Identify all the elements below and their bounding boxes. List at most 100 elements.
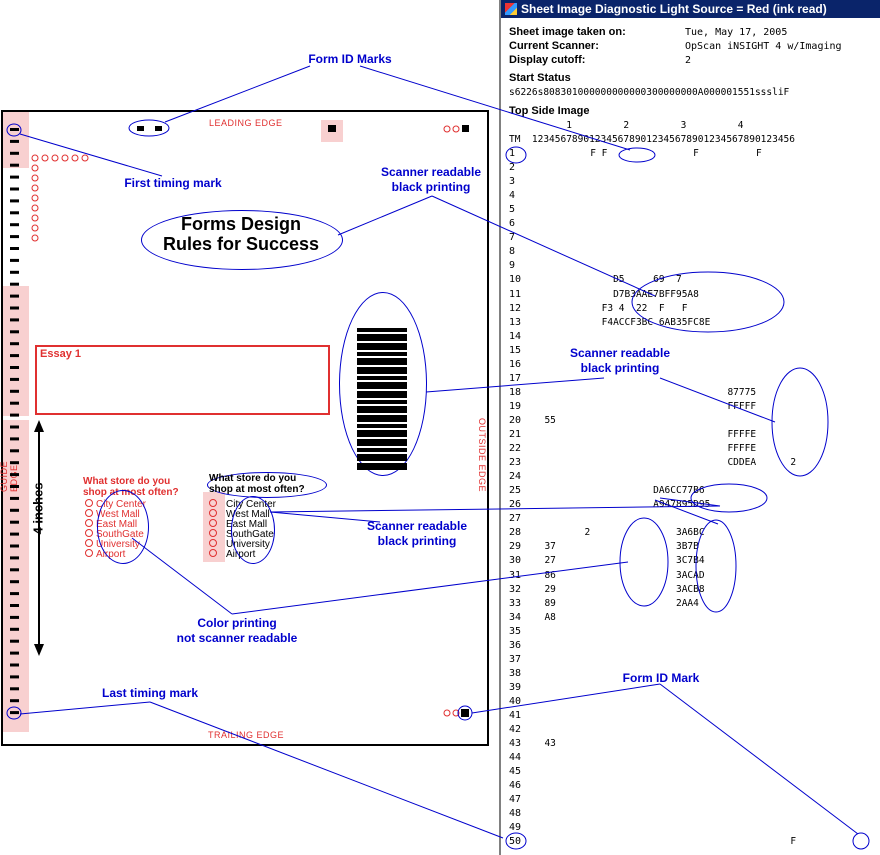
- start-status-label: Start Status: [509, 72, 571, 84]
- barcode-bar: [357, 367, 407, 374]
- scan-form-sheet: LEADING EDGE TRAILING EDGE GUIDE EDGE OU…: [0, 110, 489, 746]
- four-inches-label: 4 inches: [30, 482, 46, 535]
- leading-edge-label: LEADING EDGE: [209, 118, 283, 128]
- diagnostic-title: Sheet Image Diagnostic Light Source = Re…: [521, 2, 827, 16]
- barcode-bar: [357, 424, 407, 428]
- cutoff-value: 2: [685, 55, 692, 66]
- callout-scanner-readable-2-line2: black printing: [580, 361, 660, 375]
- grid-row-number: 35: [509, 625, 522, 637]
- taken-on-label: Sheet image taken on:: [509, 26, 626, 38]
- callout-first-timing-mark: First timing mark: [124, 176, 222, 190]
- ruler-tens: 1 2 3 4: [509, 120, 744, 131]
- grid-row-number: 24: [509, 471, 522, 483]
- barcode: [357, 328, 407, 470]
- title-callout-ellipse: [141, 210, 343, 270]
- grid-row-number: 19: [509, 400, 522, 412]
- grid-row-data: FFFFF: [533, 400, 757, 412]
- taken-on-value: Tue, May 17, 2005: [685, 27, 788, 38]
- grid-row-data: FFFFE: [533, 429, 757, 440]
- grid-row-data: 29 3ACB8: [533, 583, 705, 595]
- barcode-bar: [357, 439, 407, 446]
- grid-row-number: 33: [509, 597, 522, 609]
- timing-zone-mid: [3, 286, 29, 416]
- red-options-ellipse: [97, 490, 149, 564]
- barcode-bar: [357, 334, 407, 341]
- grid-row-data: F: [533, 836, 797, 848]
- essay-box: Essay 1: [35, 345, 330, 415]
- grid-row-data: 27 3C7B4: [533, 555, 705, 567]
- grid-row-number: 13: [509, 316, 522, 328]
- grid-row-data: 55: [533, 414, 556, 426]
- grid-row-data: 43: [533, 738, 556, 750]
- barcode-bar: [357, 382, 407, 389]
- grid-row-number: 9: [509, 260, 516, 272]
- grid-row-number: 8: [509, 246, 516, 258]
- question-black-line2: shop at most often?: [209, 484, 305, 495]
- barcode-bar: [357, 400, 407, 404]
- black-options-ellipse: [231, 496, 275, 564]
- grid-row-number: 40: [509, 695, 522, 707]
- grid-row-number: 45: [509, 766, 522, 778]
- grid-row-number: 34: [509, 611, 522, 623]
- grid-row-number: 28: [509, 527, 522, 539]
- grid-row-number: 21: [509, 429, 522, 440]
- grid-row-number: 12: [509, 302, 522, 314]
- grid-row-data: DA6CC77B6: [533, 485, 705, 497]
- callout-scanner-readable-1-line1: Scanner readable: [380, 165, 482, 179]
- grid-row-data: A8: [533, 611, 556, 623]
- grid-row-data: D7B3AAE7BFF95A8: [533, 288, 699, 300]
- grid-row-number: 48: [509, 808, 522, 820]
- grid-row-data: 37 3B7B: [533, 541, 699, 553]
- question-red-line1: What store do you: [83, 476, 171, 487]
- grid-row-data: A947895D95: [533, 499, 711, 511]
- grid-row-number: 4: [509, 190, 516, 202]
- cutoff-label: Display cutoff:: [509, 54, 586, 66]
- grid-row-number: 16: [509, 358, 522, 370]
- grid-row-number: 42: [509, 724, 522, 736]
- answer-bubble: [209, 519, 217, 527]
- grid-row-number: 25: [509, 485, 522, 497]
- trailing-edge-label: TRAILING EDGE: [208, 730, 285, 740]
- barcode-bar: [357, 391, 407, 398]
- grid-row-number: 44: [509, 752, 522, 764]
- grid-row-number: 26: [509, 499, 522, 511]
- scanner-label: Current Scanner:: [509, 40, 599, 52]
- callout-scanner-readable-3: Scanner readable black printing: [352, 519, 482, 549]
- grid-row-number: 36: [509, 639, 522, 651]
- grid-row-data: F F F F: [533, 148, 762, 159]
- grid-row-number: 10: [509, 274, 522, 286]
- grid-row-number: 7: [509, 232, 516, 244]
- grid-row-number: 17: [509, 372, 522, 384]
- grid-row-number: 6: [509, 218, 516, 230]
- grid-row-number: 23: [509, 457, 522, 469]
- top-side-image-label: Top Side Image: [509, 105, 590, 117]
- grid-row-number: 39: [509, 681, 522, 693]
- grid-row-data: FFFFE: [533, 443, 757, 455]
- answer-bubble: [85, 499, 93, 507]
- grid-row-number: 37: [509, 653, 522, 665]
- barcode-bar: [357, 454, 407, 461]
- grid-row-data: F4ACCF3BC 6AB35FC8E: [533, 316, 711, 328]
- grid-row-data: 89 2AA4: [533, 597, 699, 609]
- grid-row-number: 49: [509, 822, 522, 834]
- form-title-line2: Rules for Success: [162, 234, 320, 254]
- grid-row-number: 11: [509, 288, 522, 300]
- start-status-value: s6226s808301000000000000300000000A000001…: [509, 87, 790, 98]
- callout-color-printing-line2: not scanner readable: [176, 631, 298, 645]
- callout-scanner-readable-2: Scanner readable black printing: [555, 346, 685, 376]
- answer-bubble: [209, 549, 217, 557]
- grid-row-number: 30: [509, 555, 522, 567]
- callout-form-id-mark: Form ID Mark: [622, 671, 700, 685]
- grid-row-number: 43: [509, 738, 522, 750]
- ruler-units: TM 1234567890123456789012345678901234567…: [509, 134, 795, 145]
- barcode-bar: [357, 343, 407, 350]
- grid-row-data: CDDEA 2: [533, 457, 797, 469]
- grid-row-number: 29: [509, 541, 522, 553]
- barcode-bar: [357, 376, 407, 380]
- grid-row-data: 86 3ACAD: [533, 569, 705, 581]
- app-icon: [505, 3, 517, 15]
- grid-row-number: 50: [509, 836, 522, 848]
- essay-label: Essay 1: [40, 348, 81, 360]
- answer-bubble: [85, 529, 93, 537]
